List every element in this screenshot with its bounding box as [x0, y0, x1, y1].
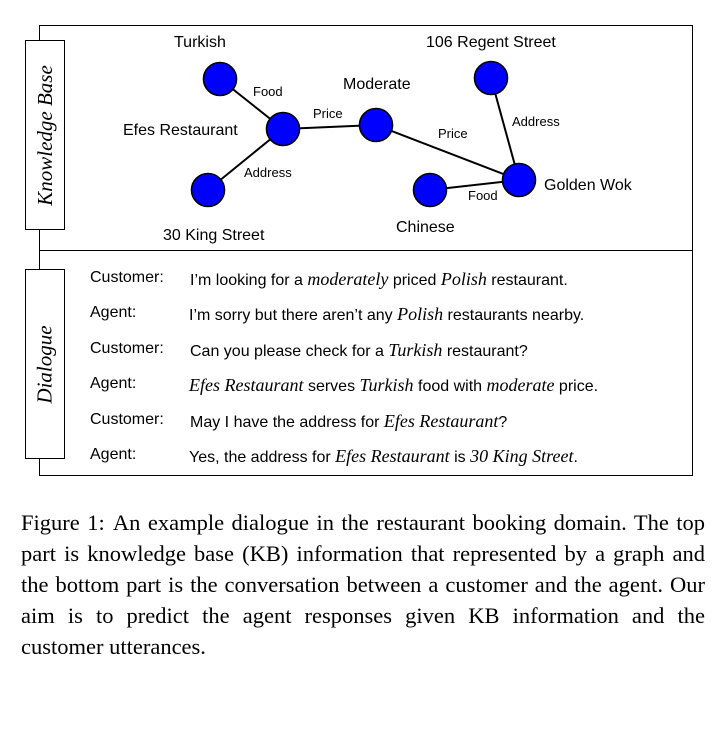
relation-label-price: Price: [313, 106, 343, 121]
node-106-regent-street: [473, 60, 509, 96]
knowledge-graph: Turkish Efes Restaurant 30 King Street M…: [123, 34, 633, 244]
dialogue-turn: Customer: Can you please check for a Turk…: [90, 340, 690, 364]
knowledge-base-label: Knowledge Base: [32, 64, 57, 206]
utterance: I’m looking for a moderately priced Poli…: [190, 269, 568, 290]
dialogue-turn: Agent: Yes, the address for Efes Restaura…: [90, 446, 690, 470]
dialogue-turn: Customer: I’m looking for a moderately pr…: [90, 269, 690, 293]
utterance-text: price.: [554, 378, 599, 395]
figure-caption: Figure 1: An example dialogue in the res…: [21, 507, 705, 662]
speaker-label: Customer:: [90, 340, 164, 357]
utterance-text: serves: [303, 378, 360, 395]
relation-label-address: Address: [244, 165, 292, 180]
utterance: Efes Restaurant serves Turkish food with…: [189, 375, 598, 396]
utterance-text: I’m looking for a: [190, 272, 308, 289]
utterance-text: I’m sorry but there aren’t any: [189, 307, 398, 324]
utterance-text: May I have the address for: [190, 414, 384, 431]
utterance-entity: 30 King Street: [470, 446, 574, 466]
utterance-entity: Turkish: [359, 375, 414, 395]
utterance-entity: moderately: [307, 269, 389, 289]
node-turkish: [202, 61, 238, 97]
utterance-text: ?: [498, 414, 508, 431]
utterance-text: food with: [413, 378, 487, 395]
utterance-entity: moderate: [486, 375, 555, 395]
utterance: Yes, the address for Efes Restaurant is …: [189, 446, 578, 467]
utterance-entity: Polish: [397, 304, 444, 324]
entity-label-moderate: Moderate: [343, 76, 411, 93]
entity-label-regent: 106 Regent Street: [426, 34, 556, 51]
relation-label-food: Food: [468, 188, 498, 203]
entity-label-turkish: Turkish: [174, 34, 226, 51]
speaker-label: Agent:: [90, 304, 137, 321]
node-golden-wok: [501, 162, 537, 198]
node-30-king-street: [190, 172, 226, 208]
utterance: I’m sorry but there aren’t any Polish re…: [189, 304, 584, 325]
knowledge-base-tab: Knowledge Base: [25, 40, 65, 230]
edge-regent-goldenwok: [490, 77, 520, 181]
utterance-text: .: [573, 449, 578, 466]
utterance-entity: Polish: [440, 269, 487, 289]
utterance-entity: Efes Restaurant: [335, 446, 450, 466]
speaker-label: Agent:: [90, 446, 137, 463]
utterance-entity: Efes Restaurant: [383, 411, 499, 431]
relation-label-food: Food: [253, 84, 283, 99]
dialogue-tab: Dialogue: [25, 269, 65, 459]
utterance-text: priced: [388, 272, 441, 289]
entity-label-golden-wok: Golden Wok: [544, 177, 633, 194]
caption-text: An example dialogue in the restaurant bo…: [21, 510, 706, 659]
node-efes-restaurant: [265, 111, 301, 147]
dialogue-turn: Agent: Efes Restaurant serves Turkish foo…: [90, 375, 690, 399]
utterance-text: restaurant?: [442, 343, 528, 360]
entity-label-efes: Efes Restaurant: [123, 122, 238, 139]
dialogue-turn: Agent: I’m sorry but there aren’t any Pol…: [90, 304, 690, 328]
utterance-text: restaurants nearby.: [443, 307, 585, 324]
utterance-text: Yes, the address for: [189, 449, 336, 466]
utterance: Can you please check for a Turkish resta…: [190, 340, 528, 361]
utterance-text: Can you please check for a: [190, 343, 389, 360]
speaker-label: Agent:: [90, 375, 137, 392]
dialogue-turn: Customer: May I have the address for Efes…: [90, 411, 690, 435]
speaker-label: Customer:: [90, 269, 164, 286]
entity-label-king: 30 King Street: [163, 227, 265, 244]
utterance: May I have the address for Efes Restaura…: [190, 411, 507, 432]
utterance-text: is: [449, 449, 471, 466]
caption-label: Figure 1:: [21, 510, 105, 535]
node-moderate: [358, 107, 394, 143]
entity-label-chinese: Chinese: [396, 219, 455, 236]
relation-label-price: Price: [438, 126, 468, 141]
edge-moderate-goldenwok: [375, 124, 520, 181]
speaker-label: Customer:: [90, 411, 164, 428]
dialogue-label: Dialogue: [32, 324, 57, 404]
utterance-text: restaurant.: [486, 272, 568, 289]
relation-label-address: Address: [512, 114, 560, 129]
section-divider: [39, 250, 693, 251]
node-chinese: [412, 172, 448, 208]
utterance-entity: Turkish: [388, 340, 443, 360]
utterance-entity: Efes Restaurant: [189, 375, 304, 395]
